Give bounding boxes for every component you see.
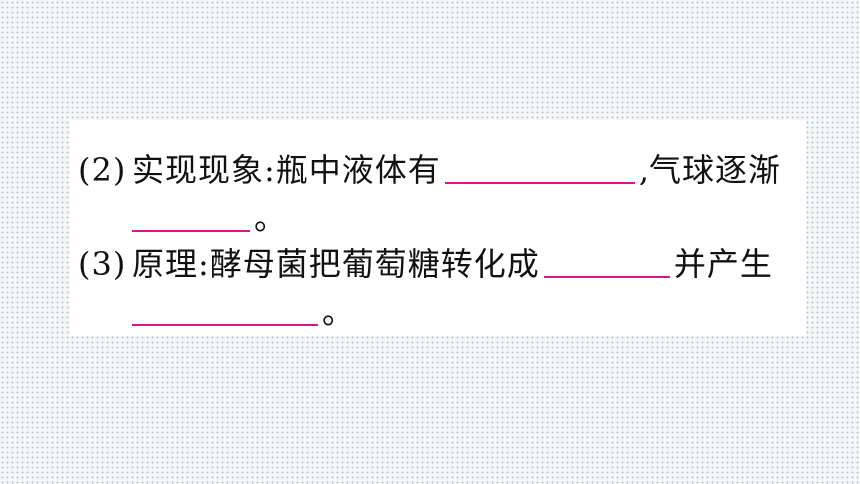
question-label: 原理:: [132, 245, 210, 283]
comma-punctuation: ,: [638, 151, 649, 189]
question-text: 并产生: [673, 245, 773, 283]
question-2-line-2: 。: [132, 198, 286, 238]
question-card: (2) 实现现象: 瓶中液体有 , 气球逐渐 。 (3) 原理: 酵母菌把葡萄糖…: [70, 120, 806, 336]
question-number: (2): [78, 151, 127, 189]
question-text: 瓶中液体有: [275, 151, 441, 189]
period-punctuation: 。: [322, 293, 355, 331]
question-label: 实现现象:: [132, 151, 276, 189]
period-punctuation: 。: [254, 199, 287, 237]
answer-blank[interactable]: [543, 242, 670, 278]
answer-blank[interactable]: [132, 290, 318, 326]
question-text: 酵母菌把葡萄糖转化成: [209, 245, 540, 283]
question-2-line-1: (2) 实现现象: 瓶中液体有 , 气球逐渐: [78, 150, 781, 190]
question-3-line-1: (3) 原理: 酵母菌把葡萄糖转化成 并产生: [78, 244, 773, 284]
question-3-line-2: 。: [132, 292, 354, 332]
answer-blank[interactable]: [444, 148, 635, 184]
answer-blank[interactable]: [132, 196, 250, 232]
question-number: (3): [78, 245, 127, 283]
question-text: 气球逐渐: [648, 151, 781, 189]
